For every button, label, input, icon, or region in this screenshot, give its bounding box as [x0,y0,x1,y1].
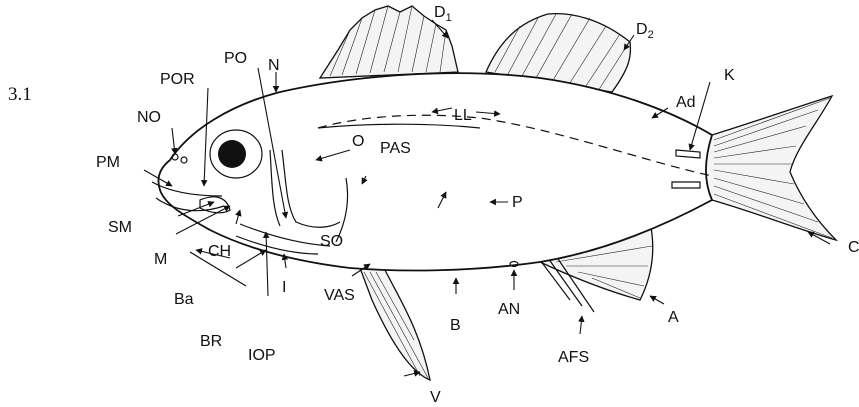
label-supramaxilla: SM [108,219,132,236]
label-second-dorsal-fin: D2 [636,21,654,41]
label-lateral-line: LL [454,107,472,124]
label-ventral-axillary-scale: VAS [324,287,355,304]
label-first-dorsal-fin: D1 [434,4,452,24]
label-barbel: Ba [174,291,194,308]
label-branchiostegal-rays: BR [200,333,222,350]
label-maxilla: M [154,251,167,268]
label-nape: N [268,57,280,74]
label-isthmus: I [282,279,286,296]
label-anal-fin: A [668,309,679,326]
label-anus: AN [498,301,520,318]
eye-pupil [218,140,246,168]
label-pectoral-fin: P [512,194,523,211]
pelvic-fin [360,268,430,380]
label-opercle: O [352,133,364,150]
label-belly: B [450,317,461,334]
label-pectoral-axillary-scale: PAS [380,140,411,157]
caudal-fin [703,96,836,240]
label-caudal-fin: C [848,239,859,256]
label-cheek: CH [208,243,231,260]
label-adipose-fin: Ad [676,94,696,111]
label-premaxilla: PM [96,154,120,171]
label-nostril: NO [137,109,161,126]
label-anal-fin-spines: AFS [558,349,589,366]
label-keel: K [724,67,735,84]
label-postorbital-region: POR [160,71,195,88]
label-preopercle: PO [224,50,247,67]
label-subopercle: SO [320,233,343,250]
label-interopercle: IOP [248,347,276,364]
label-pelvic-fin: V [430,389,441,406]
figure-number: 3.1 [8,84,32,105]
